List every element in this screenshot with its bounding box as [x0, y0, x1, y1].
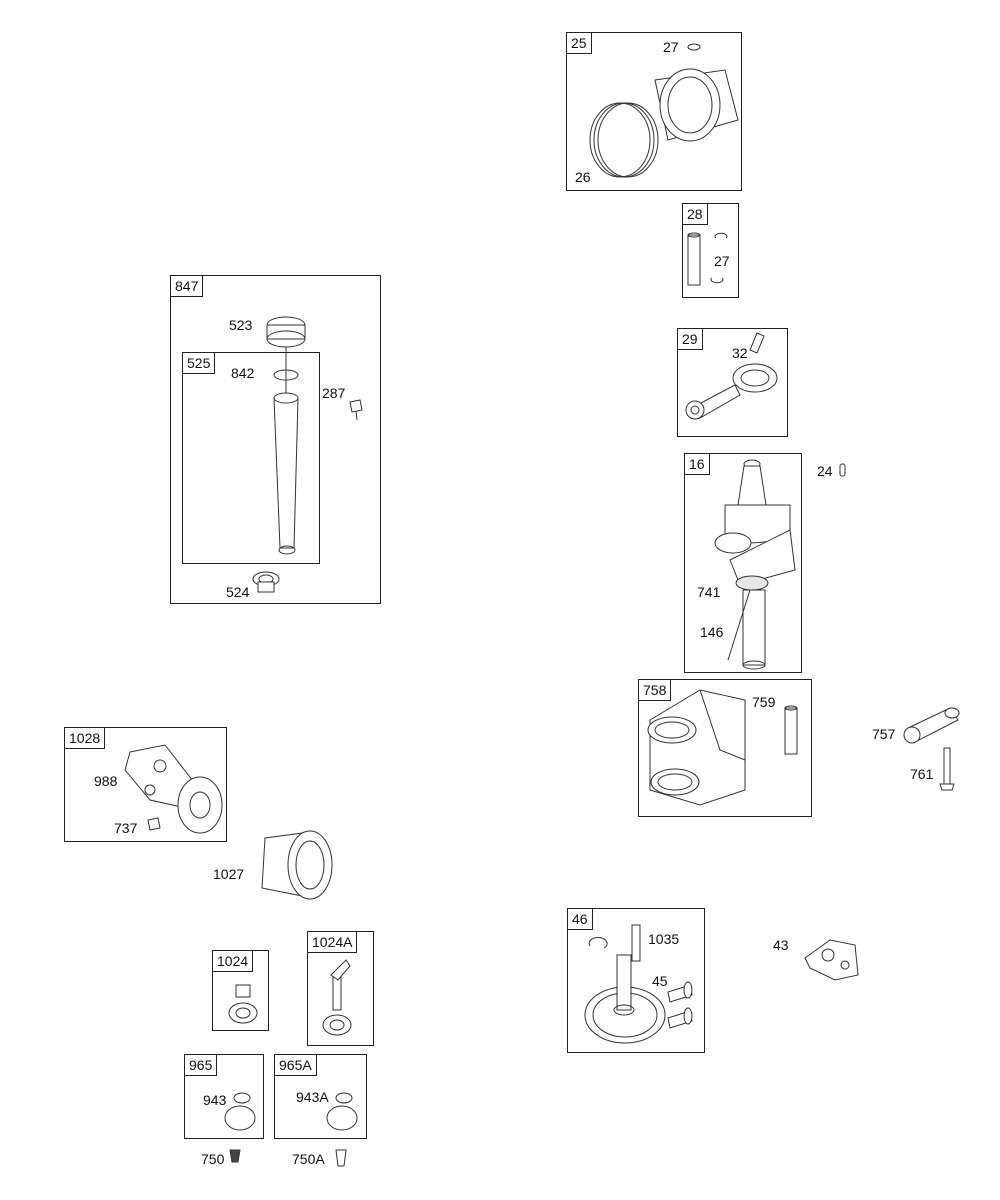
part-label: 523	[229, 317, 253, 333]
camshaft-illustration	[584, 924, 693, 1044]
group-29-box: 29	[677, 328, 788, 437]
oil-filter-adapter-illustration	[124, 744, 223, 834]
crankcase-cover-illustration	[647, 689, 798, 806]
group-28-box: 28	[682, 203, 739, 298]
group-965-box: 965	[184, 1054, 264, 1139]
part-label: 842	[231, 365, 255, 381]
group-525-tag: 525	[182, 352, 216, 374]
group-29-tag: 29	[677, 328, 703, 350]
part-label: 750	[201, 1151, 225, 1167]
part-label: 761	[910, 766, 934, 782]
part-label: 524	[226, 584, 250, 600]
group-847-tag: 847	[170, 275, 204, 297]
group-1028-box: 1028	[64, 727, 227, 842]
part-label: 24	[817, 463, 833, 479]
group-1028-tag: 1028	[64, 727, 106, 749]
group-46-tag: 46	[567, 908, 593, 930]
part-label: 943	[203, 1092, 227, 1108]
part-label: 759	[752, 694, 776, 710]
group-525-box: 525	[182, 352, 320, 564]
part-label: 750A	[292, 1151, 325, 1167]
part-label: 146	[700, 624, 724, 640]
group-965A-tag: 965A	[274, 1054, 317, 1076]
part-label: 737	[114, 820, 138, 836]
lever-rod-illustration	[903, 707, 960, 791]
crankshaft-illustration	[714, 459, 846, 670]
connecting-rod-illustration	[685, 332, 778, 420]
cover-gasket-illustration	[224, 1092, 358, 1167]
part-label: 43	[773, 937, 789, 953]
part-label: 988	[94, 773, 118, 789]
group-758-box: 758	[638, 679, 812, 817]
group-965A-box: 965A	[274, 1054, 367, 1139]
group-1024-box: 1024	[212, 950, 269, 1031]
dipstick-tube-illustration	[252, 316, 363, 593]
part-label: 27	[663, 39, 679, 55]
part-label: 27	[714, 253, 730, 269]
part-label: 1027	[213, 866, 245, 882]
part-label: 45	[652, 973, 668, 989]
part-label: 32	[732, 345, 748, 361]
piston-rings-illustration	[589, 43, 739, 178]
part-label: 26	[575, 169, 591, 185]
group-1024-tag: 1024	[212, 950, 254, 972]
piston-pin-illustration	[687, 232, 728, 286]
group-25-box: 25	[566, 32, 742, 191]
group-1024A-box: 1024A	[307, 931, 374, 1046]
group-847-box: 847	[170, 275, 381, 604]
group-16-tag: 16	[684, 453, 710, 475]
group-25-tag: 25	[566, 32, 592, 54]
oil-pump-parts-illustration	[228, 959, 352, 1036]
part-label: 287	[322, 385, 346, 401]
governor-illustration	[804, 939, 859, 981]
part-label: 943A	[296, 1089, 329, 1105]
group-46-box: 46	[567, 908, 705, 1053]
group-16-box: 16	[684, 453, 802, 673]
part-label: 1035	[648, 931, 680, 947]
part-label: 741	[697, 584, 721, 600]
group-965-tag: 965	[184, 1054, 218, 1076]
oil-filter-illustration	[261, 830, 333, 900]
group-1024A-tag: 1024A	[307, 931, 358, 953]
group-758-tag: 758	[638, 679, 672, 701]
group-28-tag: 28	[682, 203, 708, 225]
part-label: 757	[872, 726, 896, 742]
